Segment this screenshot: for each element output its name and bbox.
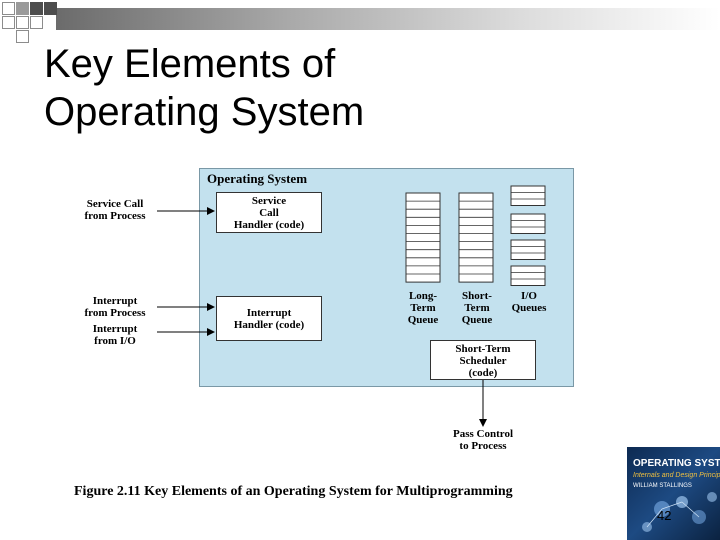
io-queues-label: I/O Queues [511, 290, 547, 314]
slide-title-line-2: Operating System [44, 90, 365, 134]
io-queue-4 [510, 265, 546, 286]
io-queue-1 [510, 185, 546, 206]
scheduler-text: Short-Term Scheduler (code) [455, 343, 511, 379]
decorative-squares [0, 0, 60, 44]
title-bar-gradient [56, 8, 720, 30]
long-term-queue-label: Long- Term Queue [407, 290, 439, 326]
interrupt-io-label: Interrupt from I/O [92, 323, 138, 347]
book-subtitle: Internals and Design Principles [633, 472, 720, 479]
book-art [642, 492, 717, 532]
service-call-handler-text: Service Call Handler (code) [233, 195, 305, 231]
book-cover-image: OPERATING SYSTEMS Internals and Design P… [627, 447, 720, 540]
slide-title: Key Elements of Operating System [44, 40, 604, 136]
slide-title-line-1: Key Elements of [44, 42, 336, 86]
interrupt-process-label: Interrupt from Process [84, 295, 146, 319]
short-term-queue-label: Short- Term Queue [461, 290, 493, 326]
figure-caption: Figure 2.11 Key Elements of an Operating… [74, 484, 513, 499]
service-call-label: Service Call from Process [84, 198, 146, 222]
scheduler-box [430, 340, 536, 380]
io-queue-2 [510, 213, 546, 234]
short-term-queue-stack [458, 192, 494, 283]
interrupt-handler-box [216, 296, 322, 341]
service-call-handler-box [216, 192, 322, 233]
long-term-queue-stack [405, 192, 441, 283]
pass-control-label: Pass Control to Process [453, 428, 513, 452]
page-number: 42 [657, 508, 672, 523]
os-box-label: Operating System [207, 171, 308, 186]
interrupt-handler-text: Interrupt Handler (code) [233, 307, 305, 331]
book-title: OPERATING SYSTEMS [633, 458, 720, 469]
io-queue-3 [510, 239, 546, 260]
book-author: WILLIAM STALLINGS [633, 483, 692, 489]
